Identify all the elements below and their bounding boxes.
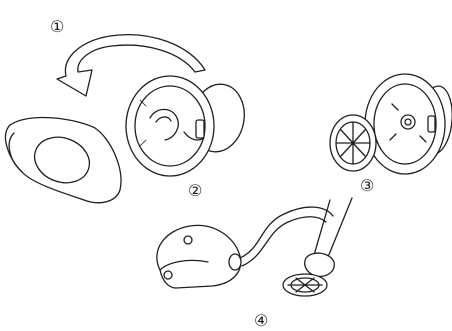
- mount-base-icon: [126, 76, 250, 176]
- cable-cleaning-icon: [157, 198, 352, 296]
- mount-with-lens-ring-icon: [330, 74, 452, 174]
- step-1-label: ①: [50, 17, 64, 36]
- gasket-pad-icon: [6, 118, 121, 203]
- step-3-label: ③: [360, 176, 374, 195]
- step-4-label: ④: [254, 311, 268, 330]
- step-2-label: ②: [188, 181, 202, 200]
